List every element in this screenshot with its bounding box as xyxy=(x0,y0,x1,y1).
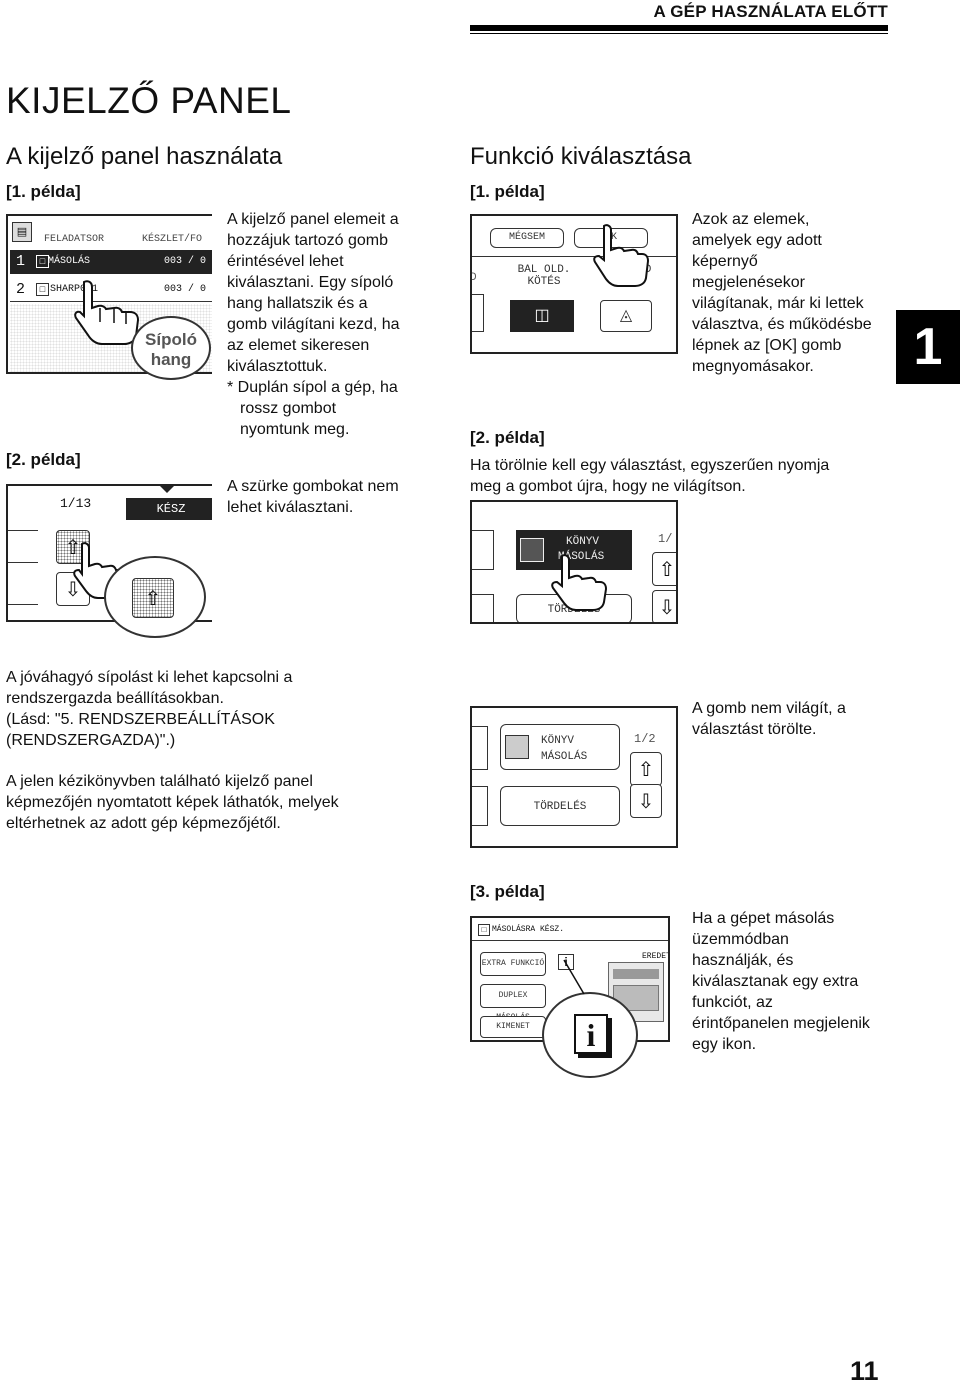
original-label: EREDET xyxy=(642,952,670,961)
cancel-button[interactable]: MÉGSEM xyxy=(490,228,564,248)
partial-button xyxy=(472,786,488,826)
page-title: KIJELZŐ PANEL xyxy=(6,80,292,121)
left-example2-label: [2. példa] xyxy=(6,450,81,469)
queue-row-2-label: SHARP001 xyxy=(50,284,99,295)
info-zoom-circle: i xyxy=(542,992,638,1078)
header-rule xyxy=(470,25,888,31)
output-button[interactable]: KIMENET xyxy=(480,1016,546,1038)
desc-highlighted-items: Azok az elemek, amelyek egy adott képern… xyxy=(692,211,872,375)
scroll-up-button[interactable]: ⇧ xyxy=(630,752,662,786)
book-copy-label-2: MÁSOLÁS xyxy=(541,751,588,763)
zoom-circle: ⇧ xyxy=(104,556,206,638)
zoom-leader-line xyxy=(563,959,585,995)
page-number: 11 xyxy=(850,1356,879,1386)
status-pointer-icon xyxy=(158,486,176,493)
beep-bubble: Sípoló hang xyxy=(131,316,211,380)
queue-row-1-label: MÁSOLÁS xyxy=(48,256,91,267)
chapter-tab: 1 xyxy=(896,310,960,384)
pointing-hand-icon xyxy=(551,554,608,611)
beep-bubble-line2: hang xyxy=(150,350,192,369)
right-binding-icon: ◬ xyxy=(600,300,652,332)
partial-button xyxy=(472,530,494,570)
left-binding-icon: ◫ xyxy=(510,300,574,332)
desc-deselect: Ha törölnie kell egy választást, egyszer… xyxy=(470,457,830,495)
queue-col-sets: KÉSZLET/FO xyxy=(142,234,203,245)
copy-ready-status: MÁSOLÁSRA KÉSZ. xyxy=(492,925,565,934)
extra-function-button[interactable]: EXTRA FUNKCIÓ xyxy=(480,952,546,976)
print-job-icon: □ xyxy=(36,283,49,296)
partial-button xyxy=(472,294,484,332)
book-copy-button[interactable]: KÖNYV MÁSOLÁS xyxy=(500,724,620,770)
divider xyxy=(8,530,38,531)
right-example1-label: [1. példa] xyxy=(470,182,545,201)
book-copy-icon xyxy=(505,735,529,759)
desc-select-element: A kijelző panel elemeit a hozzájuk tarto… xyxy=(227,211,400,438)
right-example3-label: [3. példa] xyxy=(470,882,545,901)
scroll-up-button[interactable]: ⇧ xyxy=(652,552,676,586)
note-screen-images: A jelen kézikönyvben található kijelző p… xyxy=(6,773,339,832)
left-heading: A kijelző panel használata xyxy=(6,143,283,170)
queue-row-2-value: 003 / 0 xyxy=(164,284,207,295)
queue-row-1[interactable]: 1 □ MÁSOLÁS 003 / 0 xyxy=(10,250,212,274)
scroll-down-button[interactable]: ⇩ xyxy=(630,784,662,818)
section-header-title: A GÉP HASZNÁLATA ELŐTT xyxy=(653,2,888,21)
desc-extra-function-icon: Ha a gépet másolás üzemmódban használják… xyxy=(692,910,870,1053)
sort-button[interactable]: TÖRDELÉS xyxy=(500,786,620,826)
copy-job-icon: □ xyxy=(36,255,49,268)
grey-button-zoom: ⇧ xyxy=(132,578,174,618)
page-counter: 1/ xyxy=(658,532,673,546)
divider xyxy=(472,256,676,257)
book-copy-label-1: KÖNYV xyxy=(541,735,575,747)
copier-status-icon: □ xyxy=(478,924,490,936)
divider xyxy=(8,604,38,605)
ready-status: KÉSZ xyxy=(126,498,212,520)
queue-row-2-number: 2 xyxy=(16,281,26,298)
book-copy-icon xyxy=(520,538,544,562)
right-binding-button[interactable]: JOBB OLD KÖTÉS ◬ xyxy=(584,260,666,338)
left-binding-button[interactable]: BAL OLD. KÖTÉS ◫ xyxy=(508,260,580,338)
right-example2-label: [2. példa] xyxy=(470,428,545,447)
pointing-hand-icon xyxy=(74,280,140,345)
info-icon-zoom: i xyxy=(574,1014,608,1054)
beep-bubble-line1: Sípoló xyxy=(145,330,197,349)
page-counter: 1/2 xyxy=(634,732,656,746)
queue-row-2[interactable]: 2 □ SHARP001 003 / 0 xyxy=(10,278,212,302)
right-heading: Funkció kiválasztása xyxy=(470,143,692,170)
queue-row-1-number: 1 xyxy=(16,253,26,270)
partial-button xyxy=(472,594,494,622)
book-copy-label-1: KÖNYV xyxy=(566,536,600,548)
desc-deselected: A gomb nem világít, a választást törölte… xyxy=(692,700,846,738)
left-example1-label: [1. példa] xyxy=(6,182,81,201)
pointing-hand-icon xyxy=(593,224,650,287)
divider xyxy=(472,940,668,941)
copier-icon: ▤ xyxy=(12,222,32,242)
scroll-down-button[interactable]: ⇩ xyxy=(652,590,676,622)
divider xyxy=(8,562,38,563)
duplex-copy-button[interactable]: DUPLEX MÁSOLÁS xyxy=(480,984,546,1022)
note-beep-setting: A jóváhagyó sípolást ki lehet kapcsolni … xyxy=(6,669,293,749)
page-counter: 1/13 xyxy=(60,496,92,511)
book-copy-screen-deselected: KÖNYV MÁSOLÁS 1/2 ⇧ ⇩ TÖRDELÉS xyxy=(470,706,678,848)
edge-letter: D xyxy=(470,272,477,284)
header-rule-thin xyxy=(470,33,888,34)
partial-button xyxy=(472,726,488,770)
book-copy-button-selected[interactable]: KÖNYV MÁSOLÁS xyxy=(516,530,632,570)
binding-screen: MÉGSEM OK D BAL OLD. KÖTÉS ◫ JOBB OLD KÖ… xyxy=(470,214,678,354)
queue-col-jobs: FELADATSOR xyxy=(44,234,105,245)
queue-row-1-value: 003 / 0 xyxy=(164,256,207,267)
desc-grey-buttons: A szürke gombokat nem lehet kiválasztani… xyxy=(227,478,399,516)
